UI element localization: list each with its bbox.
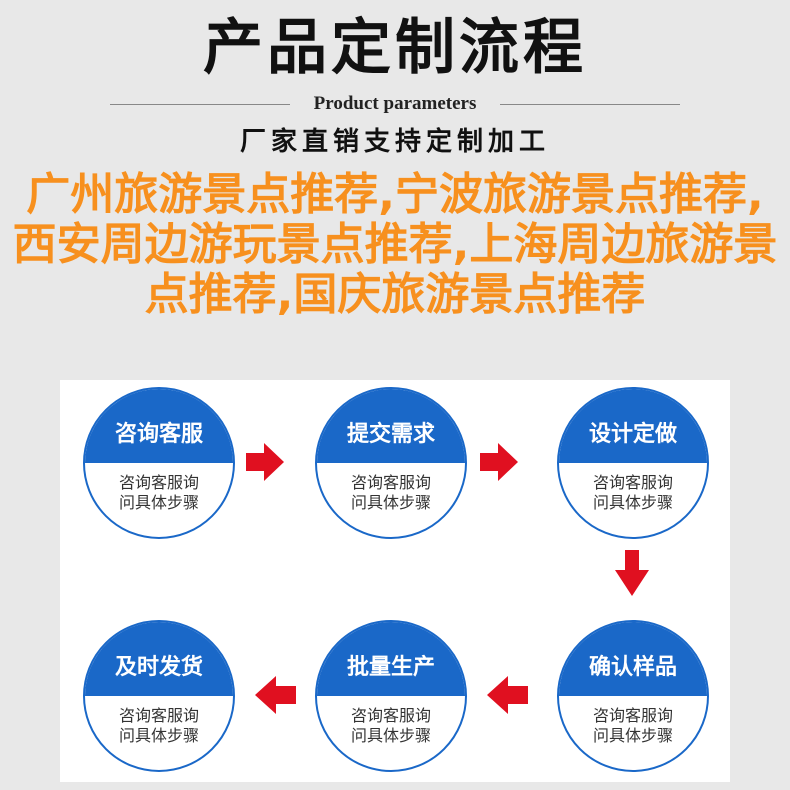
divider-right xyxy=(500,104,680,105)
step-desc-text: 咨询客服询问具体步骤 xyxy=(592,706,673,745)
step-title: 设计定做 xyxy=(588,422,677,447)
step-circle: 提交需求咨询客服询问具体步骤 xyxy=(315,387,467,539)
step-desc: 咨询客服询问具体步骤 xyxy=(317,463,465,513)
step-header: 咨询客服 xyxy=(85,389,233,463)
subtitle: Product parameters xyxy=(313,93,477,114)
step-desc: 咨询客服询问具体步骤 xyxy=(85,696,233,746)
step-desc-text: 咨询客服询问具体步骤 xyxy=(592,473,673,512)
step-desc-text: 咨询客服询问具体步骤 xyxy=(350,706,431,745)
step-header: 确认样品 xyxy=(559,622,707,696)
step-title: 及时发货 xyxy=(114,655,203,680)
overlay-text: 广州旅游景点推荐,宁波旅游景点推荐,西安周边游玩景点推荐,上海周边旅游景点推荐,… xyxy=(12,169,778,320)
tagline: 厂家直销支持定制加工 xyxy=(239,127,550,157)
step-header: 批量生产 xyxy=(317,622,465,696)
step-title: 批量生产 xyxy=(346,655,435,680)
step-header: 及时发货 xyxy=(85,622,233,696)
step-desc-text: 咨询客服询问具体步骤 xyxy=(118,706,199,745)
step-desc: 咨询客服询问具体步骤 xyxy=(559,696,707,746)
step-header: 提交需求 xyxy=(317,389,465,463)
step-desc: 咨询客服询问具体步骤 xyxy=(559,463,707,513)
step-desc-text: 咨询客服询问具体步骤 xyxy=(118,473,199,512)
step-circle: 批量生产咨询客服询问具体步骤 xyxy=(315,620,467,772)
step-desc: 咨询客服询问具体步骤 xyxy=(317,696,465,746)
step-circle: 咨询客服咨询客服询问具体步骤 xyxy=(83,387,235,539)
step-title: 提交需求 xyxy=(346,422,435,447)
step-desc-text: 咨询客服询问具体步骤 xyxy=(350,473,431,512)
step-circle: 设计定做咨询客服询问具体步骤 xyxy=(557,387,709,539)
step-circle: 确认样品咨询客服询问具体步骤 xyxy=(557,620,709,772)
page-title: 产品定制流程 xyxy=(203,13,587,83)
step-title: 咨询客服 xyxy=(114,422,203,447)
step-title: 确认样品 xyxy=(588,655,677,680)
divider-left xyxy=(110,104,290,105)
step-desc: 咨询客服询问具体步骤 xyxy=(85,463,233,513)
step-circle: 及时发货咨询客服询问具体步骤 xyxy=(83,620,235,772)
step-header: 设计定做 xyxy=(559,389,707,463)
